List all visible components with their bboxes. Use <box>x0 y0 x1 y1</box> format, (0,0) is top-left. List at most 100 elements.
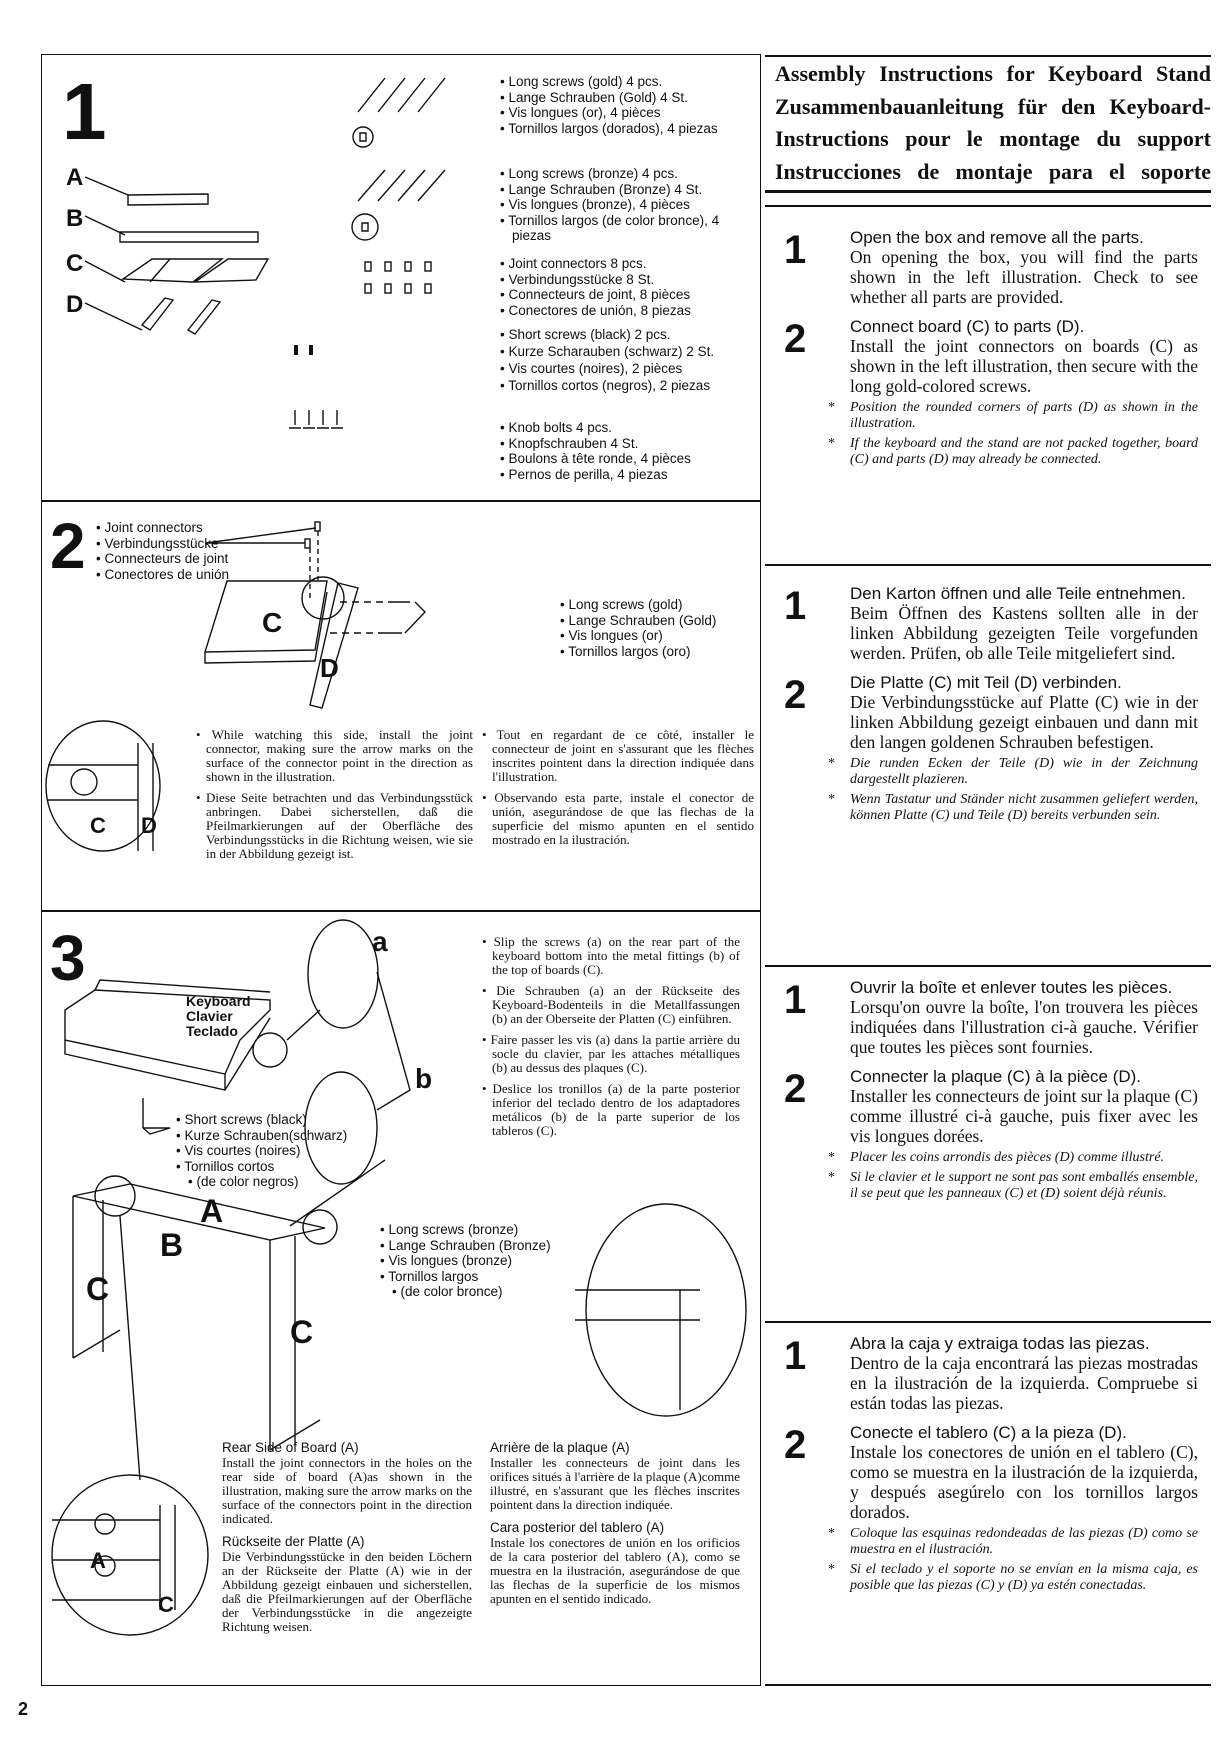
step-1-number: 1 <box>784 584 807 628</box>
detail-a-label: A <box>90 1548 106 1573</box>
board-c-label: C <box>262 607 282 638</box>
board-c-to-d-illustration: C D C D <box>45 521 426 852</box>
step2-panel <box>41 500 761 912</box>
label-line: • Kurze Schrauben(schwarz) <box>176 1127 348 1143</box>
label-line: • Vis longues (bronze) <box>380 1253 513 1268</box>
step-1-heading: Open the box and remove all the parts. <box>850 228 1144 247</box>
part-line: • Tornillos largos (de color bronce), 4 … <box>500 212 720 244</box>
step-2-text: Conecte el tablero (C) a la pieza (D).In… <box>828 1423 1198 1594</box>
step-2-heading: Conecte el tablero (C) a la pieza (D). <box>850 1423 1127 1442</box>
rear-heading: Rear Side of Board (A) <box>222 1440 359 1455</box>
rear-text: Installer les connecteurs de joint dans … <box>490 1455 740 1512</box>
label-line: • Short screws (black) <box>176 1112 307 1127</box>
detail-d-label: D <box>141 813 157 838</box>
step-2-heading: Connect board (C) to parts (D). <box>850 317 1085 336</box>
page-number: 2 <box>18 1699 29 1719</box>
part-line: • Tornillos cortos (negros), 2 piezas <box>500 378 711 393</box>
label-line: • Joint connectors <box>96 520 203 535</box>
section-rule <box>765 965 1211 967</box>
label-teclado: Teclado <box>186 1023 238 1039</box>
part-desc-long-screws-gold: • Long screws (gold) 4 pcs. • Lange Schr… <box>500 74 755 136</box>
label-line: • Vis longues (or) <box>560 628 663 643</box>
label-line: • Tornillos cortos <box>176 1158 275 1174</box>
step-2-heading: Die Platte (C) mit Teil (D) verbinden. <box>850 673 1122 692</box>
part-line: • Joint connectors 8 pcs. <box>500 256 647 271</box>
parts-boards-illustration <box>84 176 270 335</box>
step-1-text: Open the box and remove all the parts.On… <box>850 228 1198 307</box>
part-line: • Conectores de unión, 8 piezas <box>500 302 691 318</box>
step-2-number: 2 <box>784 317 807 361</box>
note: Si el teclado y el soporte no se envían … <box>828 1562 1198 1594</box>
note: • Faire passer les vis (a) dans la parti… <box>482 1032 740 1075</box>
step-1-number: 1 <box>784 1334 807 1378</box>
step-1-number: 1 <box>784 228 807 272</box>
note: Position the rounded corners of parts (D… <box>828 400 1198 432</box>
step-2-body: Install the joint connectors on boards (… <box>850 336 1198 396</box>
step-2: 2 Connect board (C) to parts (D).Install … <box>770 317 1200 468</box>
part-line: • Long screws (gold) 4 pcs. <box>500 74 663 89</box>
part-line: • Boulons à tête ronde, 4 pièces <box>500 451 691 466</box>
step-2-text: Connect board (C) to parts (D).Install t… <box>828 317 1198 468</box>
title-en: Assembly Instructions for Keyboard Stand <box>775 61 1211 86</box>
short-screw-icon <box>294 345 313 355</box>
step-1: 1 Den Karton öffnen und alle Teile entneh… <box>770 584 1200 663</box>
note: • Diese Seite betrachten und das Verbind… <box>196 790 473 861</box>
step-2-number: 2 <box>784 1423 807 1467</box>
step-1-heading: Abra la caja y extraiga todas las piezas… <box>850 1334 1150 1353</box>
board-b-label: B <box>160 1227 183 1263</box>
note: Coloque las esquinas redondeadas de las … <box>828 1526 1198 1558</box>
label-line: • Conectores de unión <box>96 566 230 582</box>
step-1-heading: Den Karton öffnen und alle Teile entnehm… <box>850 584 1186 603</box>
title-top-rule <box>765 55 1211 57</box>
step-2-text: Die Platte (C) mit Teil (D) verbinden.Di… <box>828 673 1198 824</box>
step-1-body: Beim Öffnen des Kastens sollten alle in … <box>850 603 1198 663</box>
page-title: Assembly Instructions for Keyboard Stand… <box>775 58 1211 188</box>
part-line: • Kurze Scharauben (schwarz) 2 St. <box>500 344 715 359</box>
part-line: • Vis courtes (noires), 2 pièces <box>500 361 683 376</box>
label-line: • Long screws (bronze) <box>380 1222 519 1237</box>
gold-screw-labels: • Long screws (gold) • Lange Schrauben (… <box>560 597 716 659</box>
step3-notes: • Slip the screws (a) on the rear part o… <box>482 935 740 1145</box>
part-desc-long-screws-bronze: • Long screws (bronze) 4 pcs. • Lange Sc… <box>500 166 755 244</box>
part-line: • Verbindungsstücke 8 St. <box>500 271 655 287</box>
long-screw-gold-icon <box>352 77 446 148</box>
rear-side-col-2: Arrière de la plaque (A) Installer les c… <box>490 1440 740 1606</box>
part-line: • Vis longues (or), 4 pièces <box>500 105 661 120</box>
note: If the keyboard and the stand are not pa… <box>828 436 1198 468</box>
step-2-body: Instale los conectores de unión en el ta… <box>850 1442 1198 1522</box>
step1-panel <box>41 54 761 502</box>
step-1: 1 Open the box and remove all the parts.O… <box>770 228 1200 307</box>
part-line: • Vis longues (bronze), 4 pièces <box>500 197 690 212</box>
step2-notes-left: • While watching this side, install the … <box>196 728 473 868</box>
part-line: • Knopfschrauben 4 St. <box>500 435 639 451</box>
step-1-text: Den Karton öffnen und alle Teile entnehm… <box>850 584 1198 663</box>
step2-notes-right: • Tout en regardant de ce côté, installe… <box>482 728 754 854</box>
part-label-d: D <box>66 291 84 318</box>
title-bottom-rule <box>765 190 1211 193</box>
title-es: Instrucciones de montaje para el soporte <box>775 158 1211 184</box>
step-2-body: Die Verbindungsstücke auf Platte (C) wie… <box>850 692 1198 752</box>
part-label-a: A <box>66 164 84 191</box>
joint-connector-labels: • Joint connectors • Verbindungsstücke •… <box>96 520 229 582</box>
step3-number: 3 <box>50 922 86 994</box>
part-line: • Pernos de perilla, 4 piezas <box>500 466 668 482</box>
part-line: • Connecteurs de joint, 8 pièces <box>500 287 691 302</box>
step-2-heading: Connecter la plaque (C) à la pièce (D). <box>850 1067 1142 1086</box>
step-2-body: Installer les connecteurs de joint sur l… <box>850 1086 1198 1146</box>
keyboard-stand-illustration: a b A B C C A C <box>51 919 747 1636</box>
step-2-text: Connecter la plaque (C) à la pièce (D).I… <box>828 1067 1198 1202</box>
label-line: • (de color bronce) <box>392 1284 503 1299</box>
part-line: • Tornillos largos (dorados), 4 piezas <box>500 120 718 136</box>
step2-number: 2 <box>50 510 86 582</box>
instructions-en: 1 Open the box and remove all the parts.O… <box>770 228 1200 478</box>
part-line: • Long screws (bronze) 4 pcs. <box>500 166 679 181</box>
note: Wenn Tastatur und Ständer nicht zusammen… <box>828 792 1198 824</box>
part-line: • Lange Schrauben (Gold) 4 St. <box>500 89 688 105</box>
label-line: • Lange Schrauben (Gold) <box>560 612 717 628</box>
section-rule <box>765 1321 1211 1323</box>
rear-text: Die Verbindungsstücke in den beiden Löch… <box>222 1549 472 1634</box>
step-2: 2 Conecte el tablero (C) a la pieza (D).I… <box>770 1423 1200 1594</box>
label-line: • Connecteurs de joint <box>96 551 229 566</box>
